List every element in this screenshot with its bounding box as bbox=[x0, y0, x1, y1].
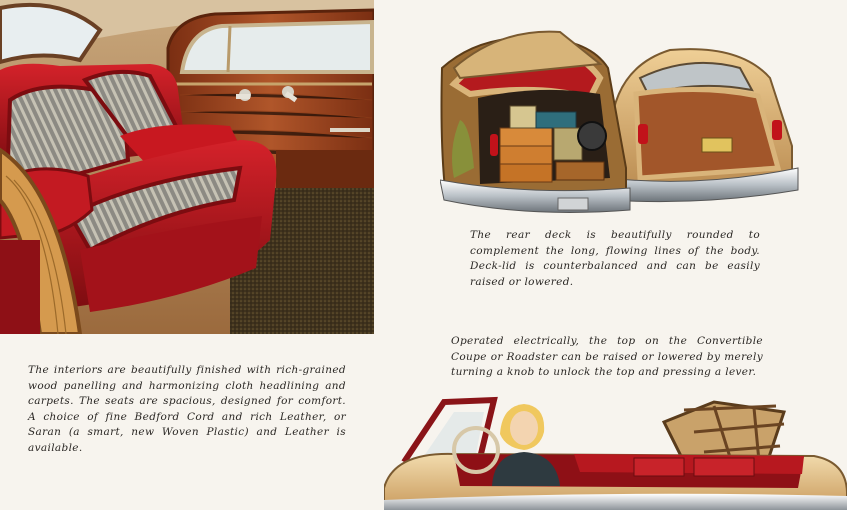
convertible-top-caption: Operated electrically, the top on the Co… bbox=[451, 335, 763, 378]
interior-artwork bbox=[0, 0, 374, 334]
convertible-artwork bbox=[384, 396, 847, 510]
rear-deck-artwork bbox=[440, 30, 799, 213]
convertible-illustration bbox=[384, 392, 847, 510]
interior-illustration bbox=[0, 0, 374, 334]
interiors-caption: The interiors are beautifully finished w… bbox=[28, 364, 346, 454]
rear-deck-illustration bbox=[440, 28, 802, 224]
rear-deck-caption: The rear deck is beautifully rounded to … bbox=[470, 229, 760, 288]
